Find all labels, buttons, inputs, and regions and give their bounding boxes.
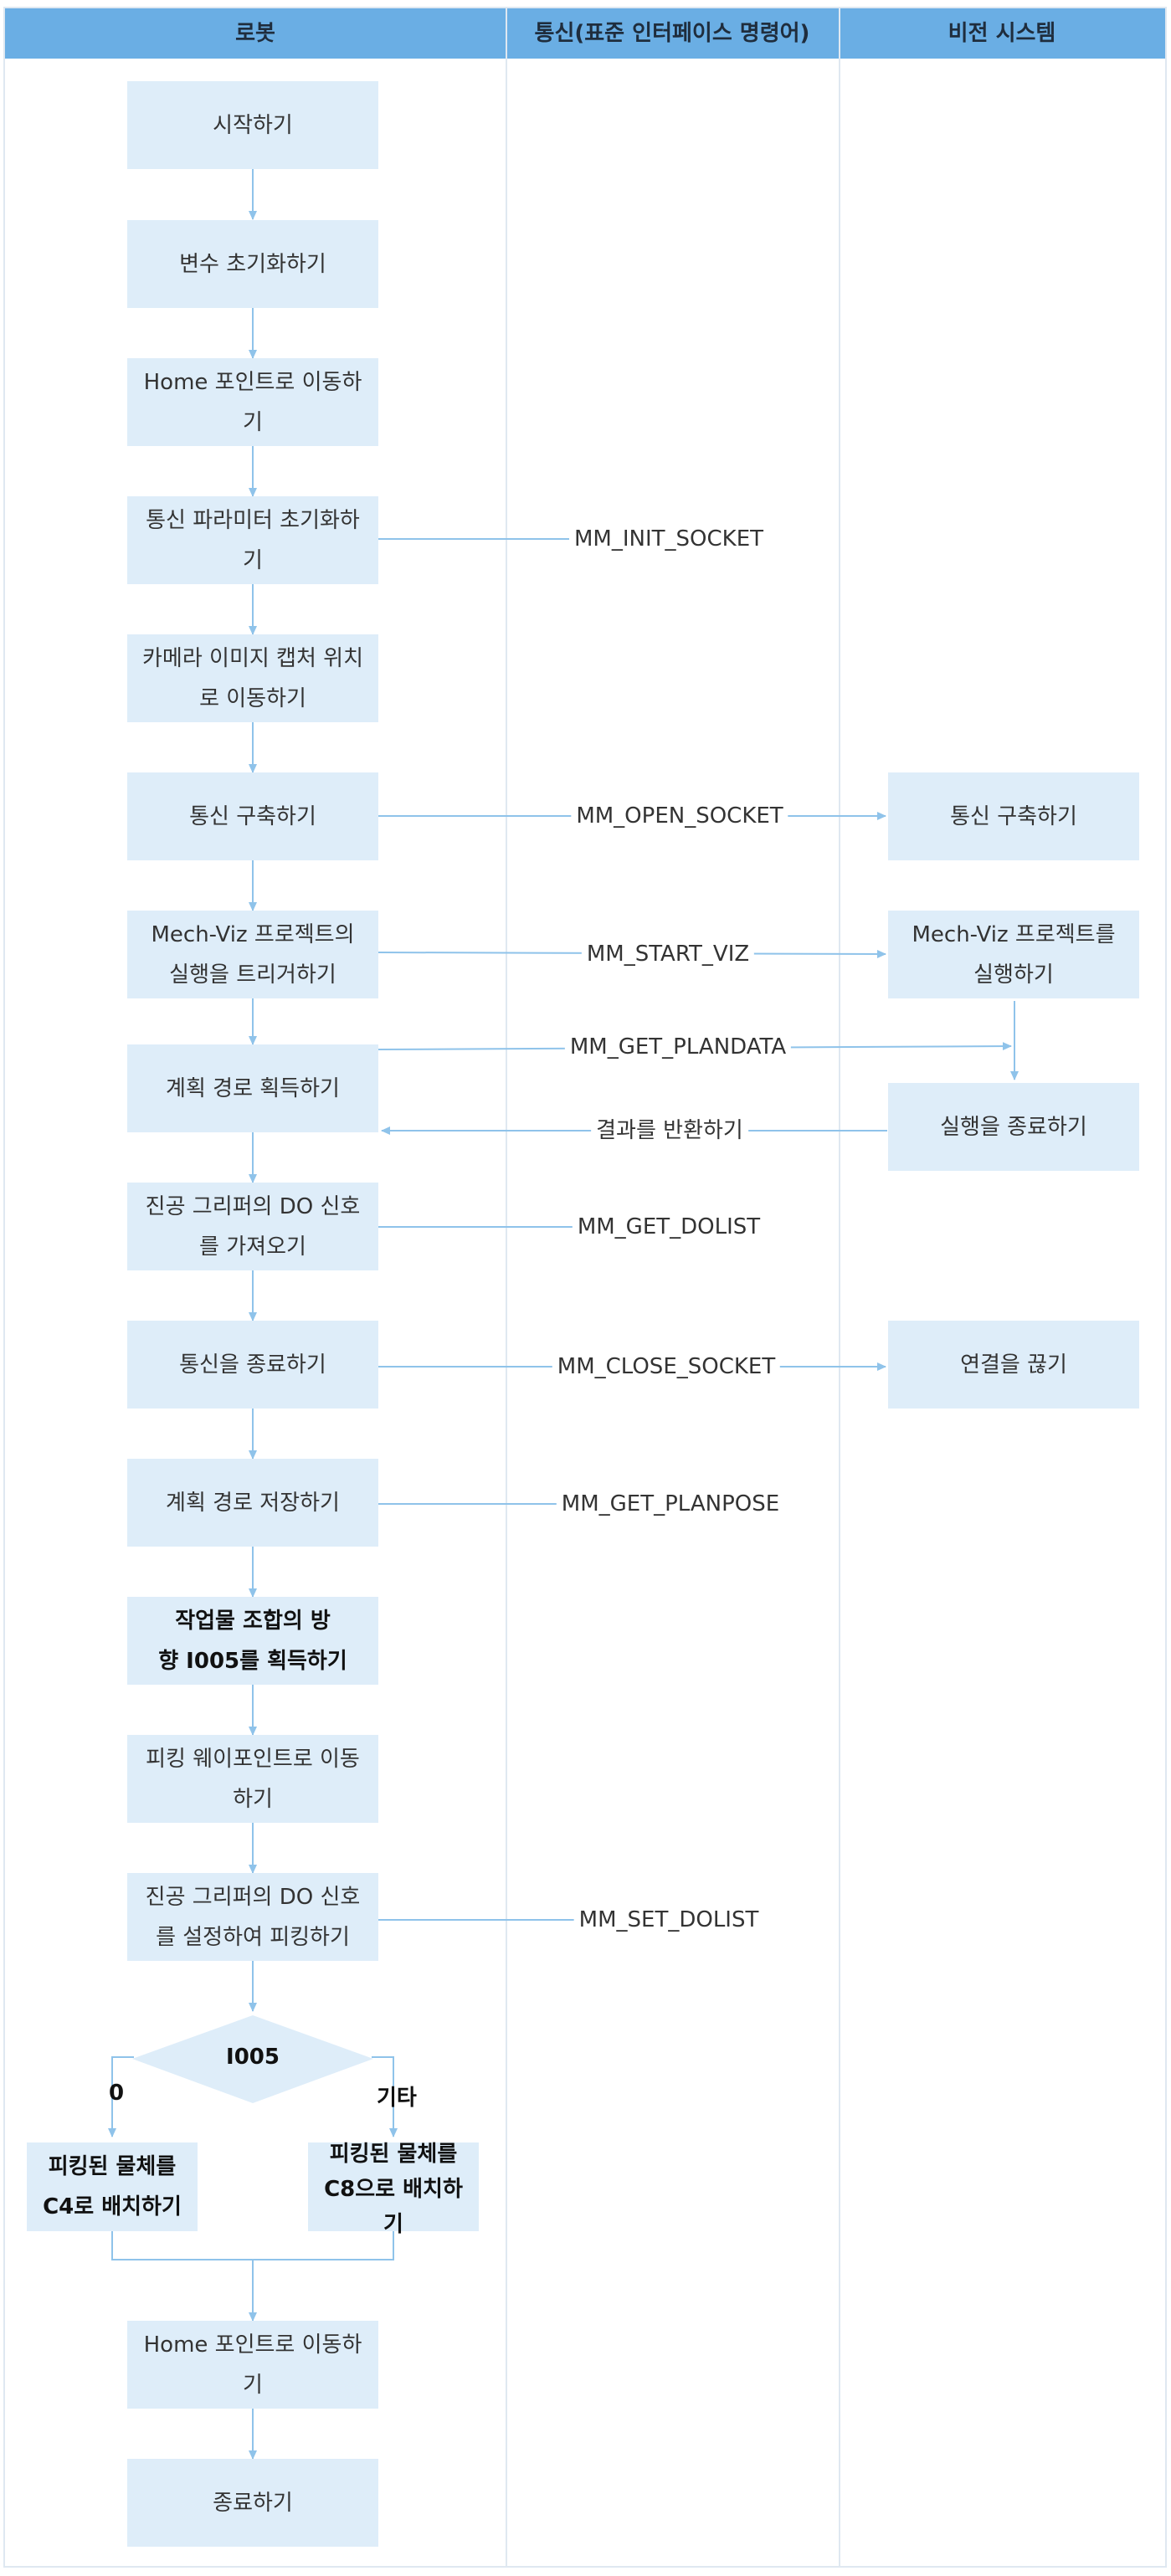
lane-header-communication: 통신(표준 인터페이스 명령어) bbox=[534, 21, 810, 46]
lane-divider bbox=[506, 8, 507, 2566]
vision-run-viz: Mech-Viz 프로젝트를 실행하기 bbox=[888, 911, 1139, 998]
step-get-i005: 작업물 조합의 방 향 I005를 획득하기 bbox=[127, 1597, 378, 1685]
step-get-do-signal: 진공 그리퍼의 DO 신호 를 가져오기 bbox=[127, 1183, 378, 1270]
step-save-plan-path: 계획 경로 저장하기 bbox=[127, 1459, 378, 1547]
step-close-comm: 통신을 종료하기 bbox=[127, 1321, 378, 1409]
swimlane-frame: 로봇 통신(표준 인터페이스 명령어) 비전 시스템 bbox=[3, 7, 1167, 2568]
step-move-home-final: Home 포인트로 이동하 기 bbox=[127, 2321, 378, 2409]
decision-diamond bbox=[132, 2015, 373, 2103]
branch-label-left: 0 bbox=[109, 2081, 125, 2106]
step-end: 종료하기 bbox=[127, 2459, 378, 2547]
vision-end-run: 실행을 종료하기 bbox=[888, 1083, 1139, 1171]
message-start-viz: MM_START_VIZ bbox=[581, 942, 755, 967]
step-trigger-viz: Mech-Viz 프로젝트의 실행을 트리거하기 bbox=[127, 911, 378, 998]
step-set-do-signal-pick: 진공 그리퍼의 DO 신호 를 설정하여 피킹하기 bbox=[127, 1873, 378, 1961]
lane-header-robot: 로봇 bbox=[235, 21, 275, 46]
vision-disconnect: 연결을 끊기 bbox=[888, 1321, 1139, 1409]
step-place-c8: 피킹된 물체를 C8으로 배치하 기 bbox=[308, 2142, 479, 2237]
message-get-plandata: MM_GET_PLANDATA bbox=[564, 1034, 792, 1060]
lane-header-vision: 비전 시스템 bbox=[948, 21, 1056, 46]
step-place-c4: 피킹된 물체를 C4로 배치하기 bbox=[27, 2142, 198, 2231]
message-get-dolist: MM_GET_DOLIST bbox=[572, 1214, 766, 1239]
step-init-variables: 변수 초기화하기 bbox=[127, 220, 378, 308]
step-move-pick-waypoint: 피킹 웨이포인트로 이동 하기 bbox=[127, 1735, 378, 1823]
lane-header-row bbox=[5, 8, 1165, 59]
message-close-socket: MM_CLOSE_SOCKET bbox=[552, 1354, 781, 1379]
step-move-home: Home 포인트로 이동하 기 bbox=[127, 358, 378, 446]
branch-edge-right bbox=[372, 2056, 398, 2137]
step-move-capture-position: 카메라 이미지 캡처 위치 로 이동하기 bbox=[127, 634, 378, 722]
message-get-planpose: MM_GET_PLANPOSE bbox=[556, 1491, 785, 1516]
message-return-result: 결과를 반환하기 bbox=[591, 1118, 748, 1143]
step-establish-comm: 통신 구축하기 bbox=[127, 772, 378, 860]
lane-divider bbox=[839, 8, 840, 2566]
message-set-dolist: MM_SET_DOLIST bbox=[573, 1907, 764, 1932]
vision-establish-comm: 통신 구축하기 bbox=[888, 772, 1139, 860]
step-get-plan-path: 계획 경로 획득하기 bbox=[127, 1044, 378, 1132]
step-start: 시작하기 bbox=[127, 81, 378, 169]
message-init-socket: MM_INIT_SOCKET bbox=[568, 526, 769, 552]
branch-label-right: 기타 bbox=[377, 2086, 417, 2111]
message-open-socket: MM_OPEN_SOCKET bbox=[571, 803, 788, 829]
step-init-comm-params: 통신 파라미터 초기화하 기 bbox=[127, 496, 378, 584]
branch-edge-left bbox=[108, 2056, 134, 2137]
decision-label: I005 bbox=[226, 2045, 280, 2070]
